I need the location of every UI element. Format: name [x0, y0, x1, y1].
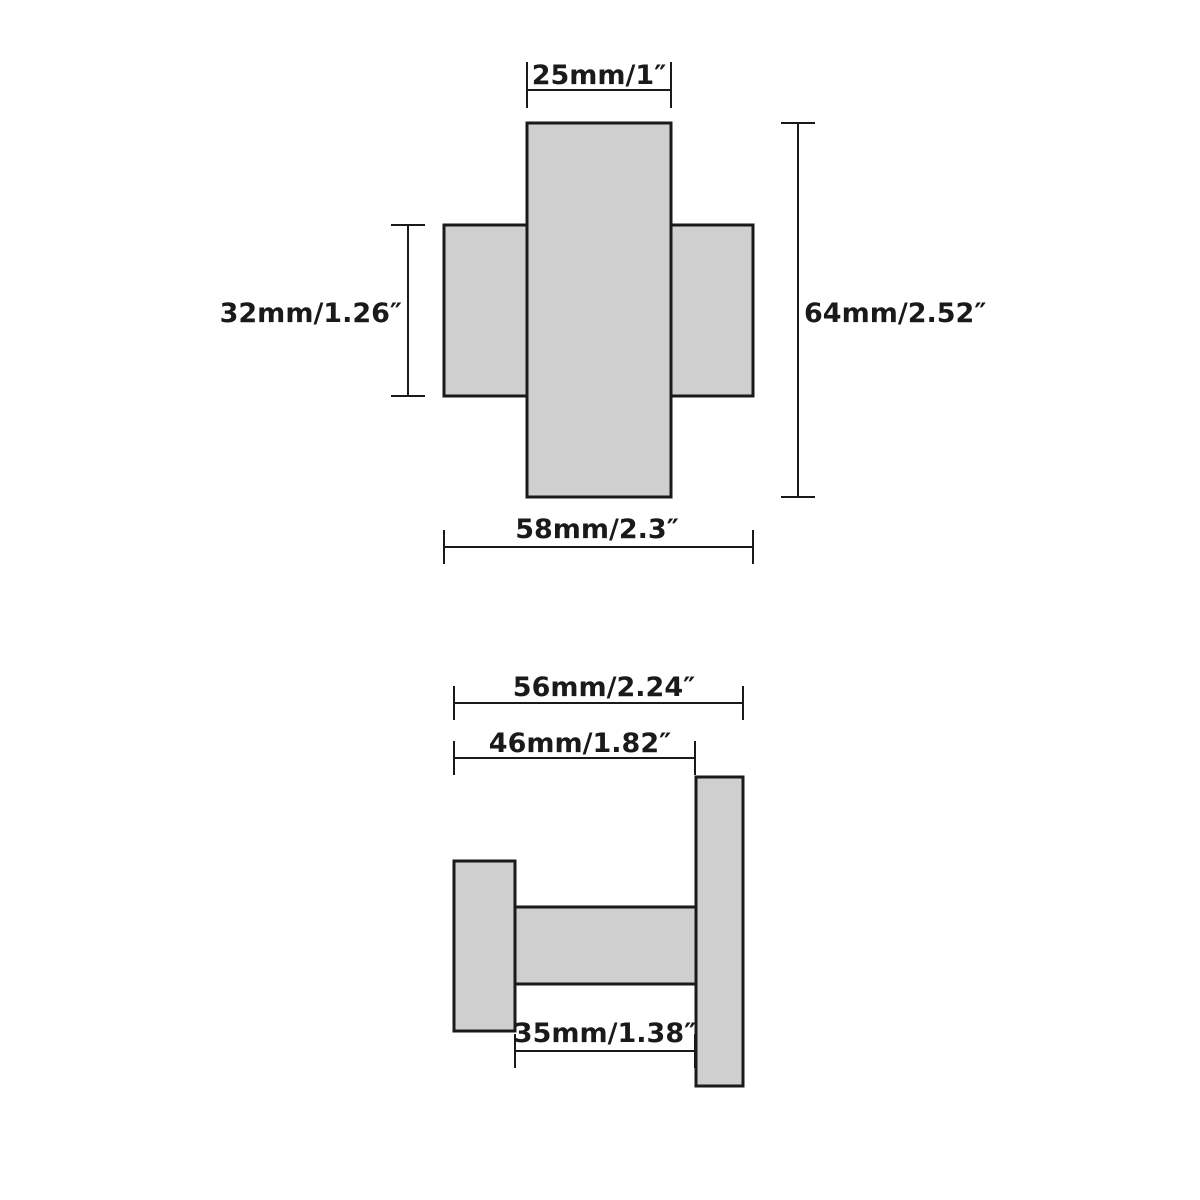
- side-height-label: 32mm/1.26″: [220, 298, 402, 329]
- dim-top-width: 25mm/1″: [526, 60, 672, 108]
- total-height-label: 64mm/2.52″: [804, 298, 986, 329]
- projection-label: 46mm/1.82″: [489, 728, 671, 759]
- front-view: 25mm/1″ 32mm/1.26″ 64mm/2.52″ 58mm/2.3″: [220, 60, 986, 564]
- top-width-label: 25mm/1″: [532, 60, 667, 91]
- dim-projection: 46mm/1.82″: [453, 728, 696, 775]
- total-width-label: 58mm/2.3″: [515, 514, 679, 545]
- side-wall-plate: [694, 775, 745, 1088]
- total-depth-label: 56mm/2.24″: [513, 672, 695, 703]
- side-stem: [512, 905, 698, 986]
- side-view: 56mm/2.24″ 46mm/1.82″ 35mm/1.38″: [452, 672, 745, 1088]
- dim-total-height: 64mm/2.52″: [781, 122, 986, 498]
- dim-side-height: 32mm/1.26″: [220, 224, 425, 397]
- front-center-bar: [525, 121, 673, 499]
- dim-total-depth: 56mm/2.24″: [453, 672, 744, 720]
- stem-length-label: 35mm/1.38″: [514, 1018, 696, 1049]
- side-front-cap: [452, 859, 517, 1033]
- dim-stem-length: 35mm/1.38″: [514, 1018, 696, 1068]
- front-left-wing: [442, 223, 530, 398]
- dim-total-width: 58mm/2.3″: [443, 514, 754, 564]
- front-right-wing: [668, 223, 755, 398]
